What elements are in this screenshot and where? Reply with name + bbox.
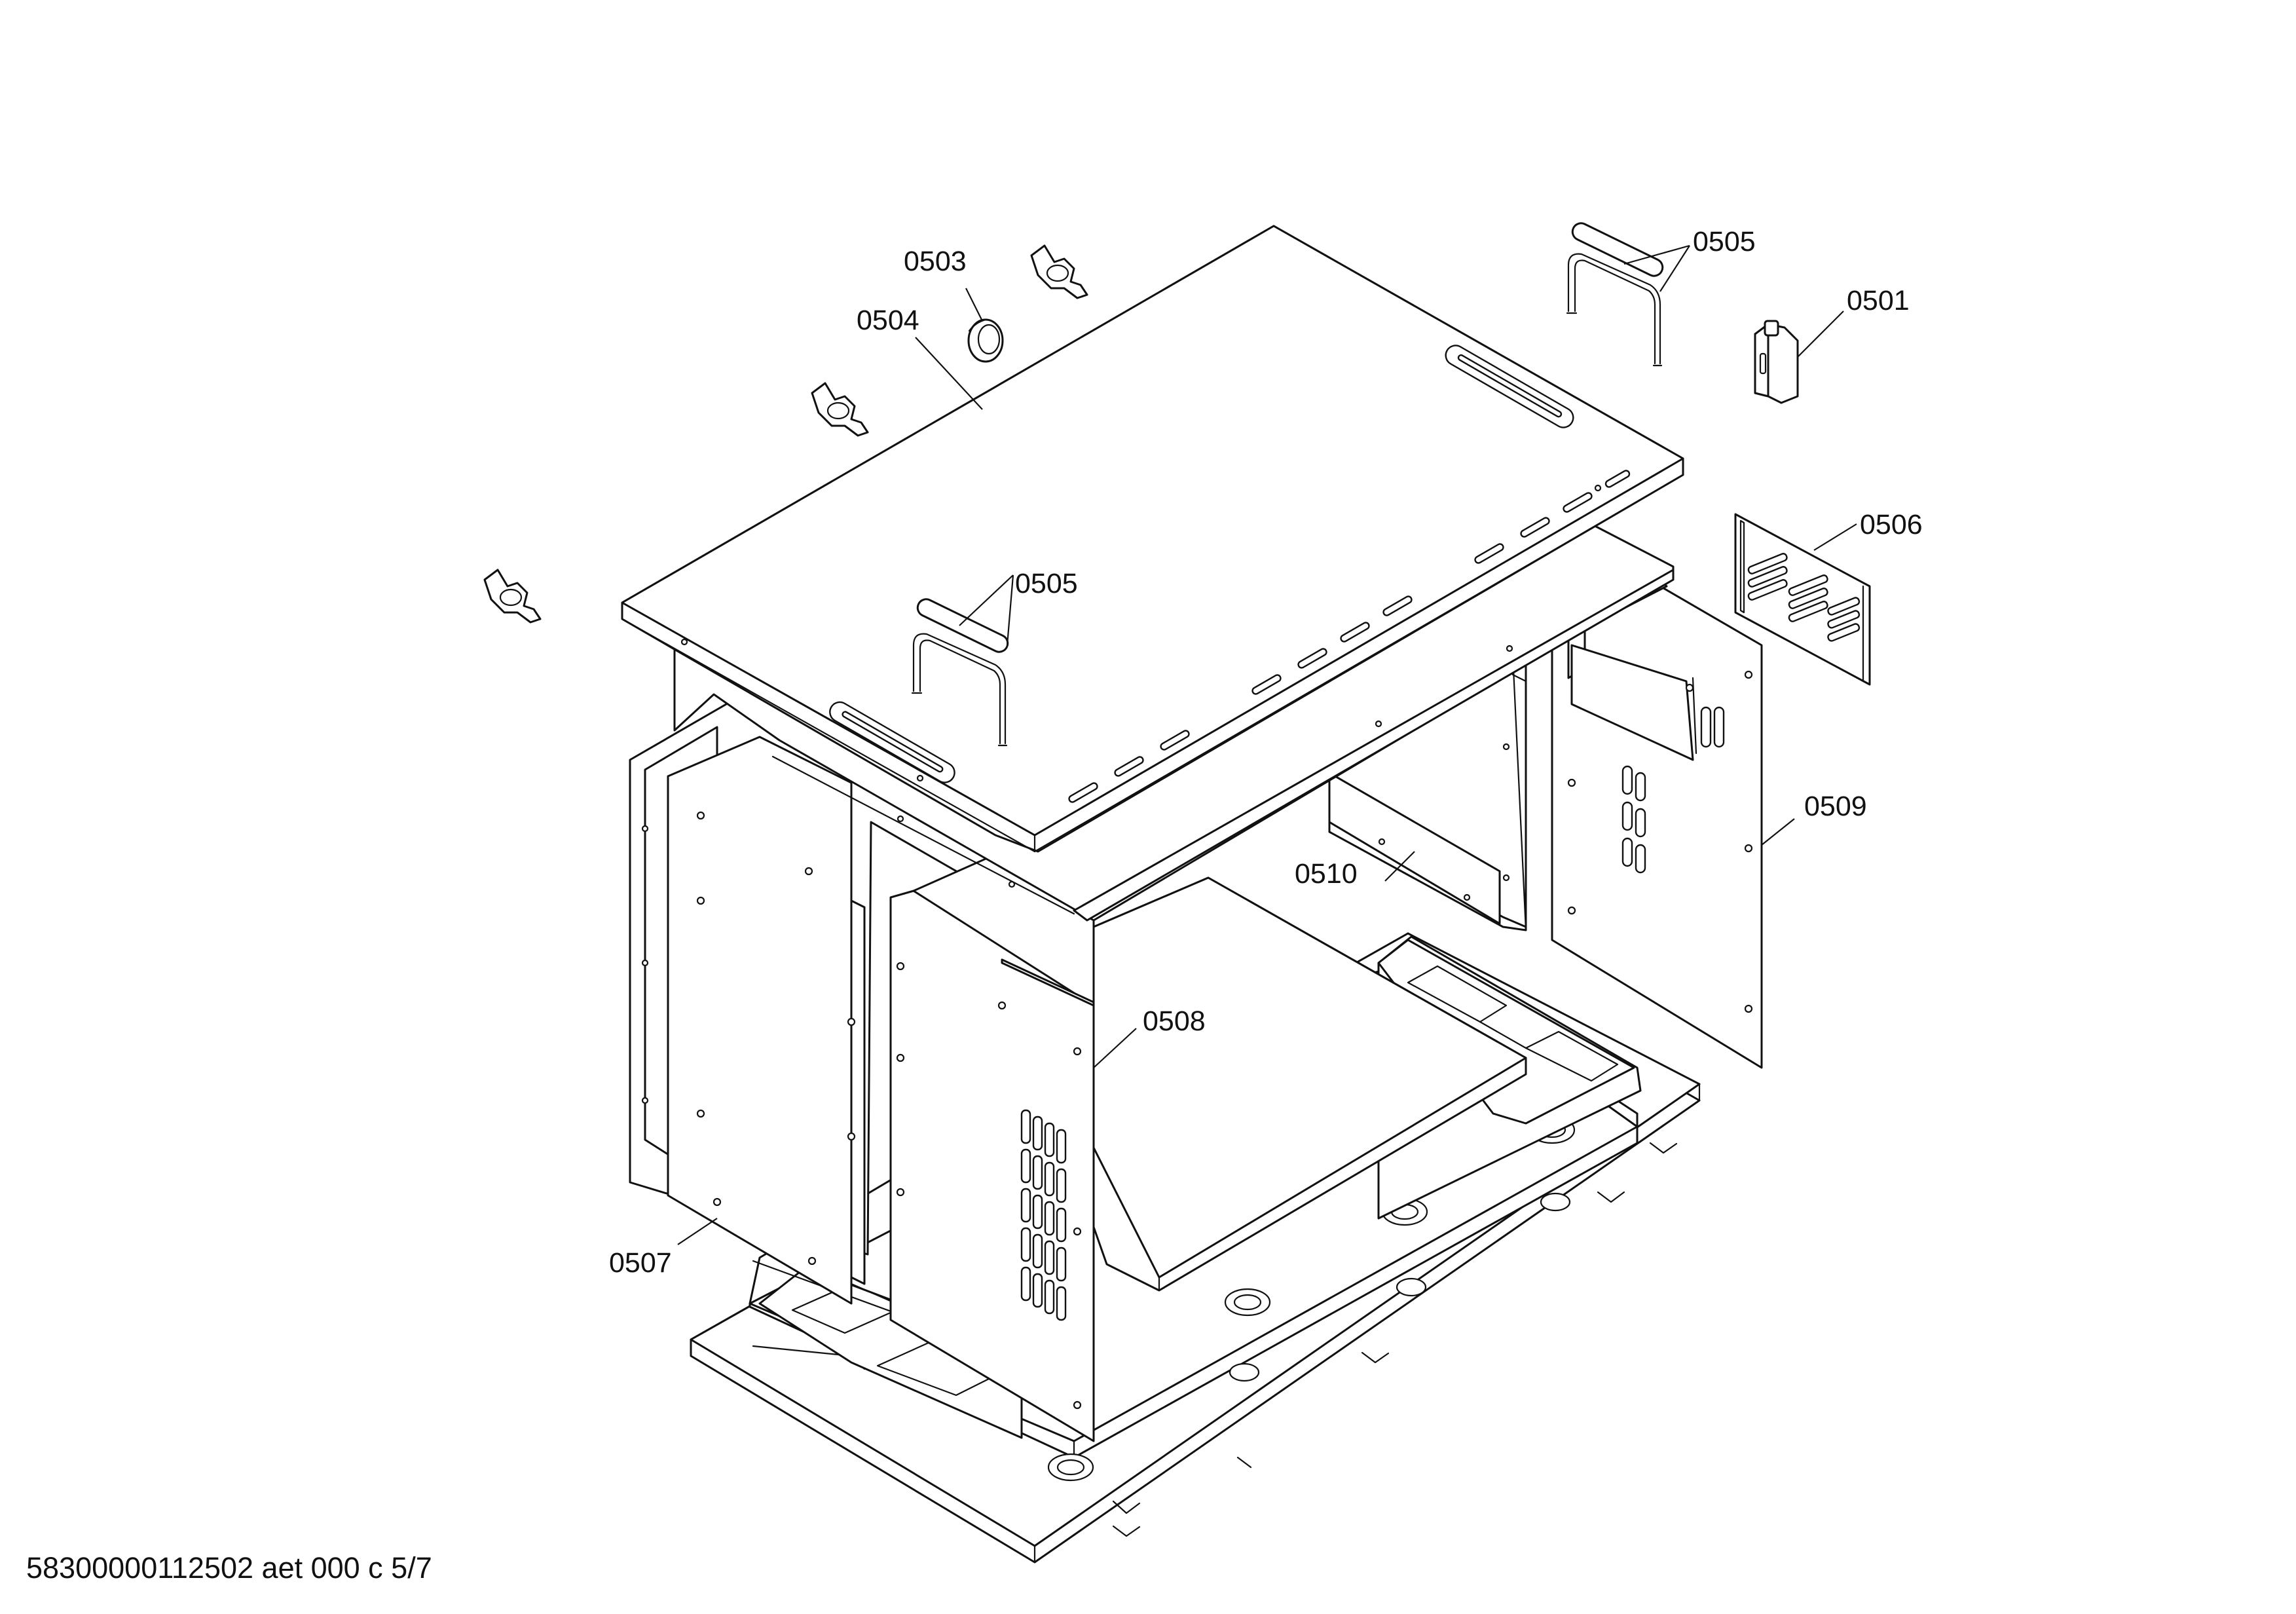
drawing-reference-number: 58300000112502 aet 000 c 5/7 (26, 1551, 432, 1585)
callout-labels: 0503 0504 0505 0505 0501 0506 0509 0510 … (609, 226, 1923, 1279)
callout-0504: 0504 (857, 305, 919, 336)
floor-tray (1001, 876, 1527, 1292)
callout-0501: 0501 (1847, 285, 1910, 316)
clip-2 (811, 382, 869, 437)
top-cover (621, 225, 1684, 853)
cover-edge-slots (1068, 470, 1631, 803)
front-vent-slots (1020, 1109, 1067, 1321)
callout-0510: 0510 (1295, 858, 1358, 890)
ring-0503 (967, 318, 1004, 363)
switch-0501 (1754, 320, 1799, 404)
leader-lines (677, 244, 1857, 1245)
handle-rear (1566, 222, 1664, 367)
callout-0509: 0509 (1804, 791, 1867, 822)
right-side-panel (1551, 578, 1763, 1069)
callout-0508: 0508 (1143, 1005, 1206, 1037)
callout-0503: 0503 (904, 246, 967, 277)
vent-grille-0506 (1734, 513, 1871, 686)
clip-3 (1030, 244, 1088, 299)
rear-panel (1328, 654, 1527, 931)
left-side-panel (667, 736, 866, 1305)
callout-0505-front: 0505 (1015, 568, 1078, 599)
callout-0506: 0506 (1860, 509, 1923, 540)
handle-front (911, 598, 1009, 747)
callout-0507: 0507 (609, 1247, 672, 1279)
clip-1 (483, 569, 542, 624)
callout-0505-rear: 0505 (1693, 226, 1756, 257)
